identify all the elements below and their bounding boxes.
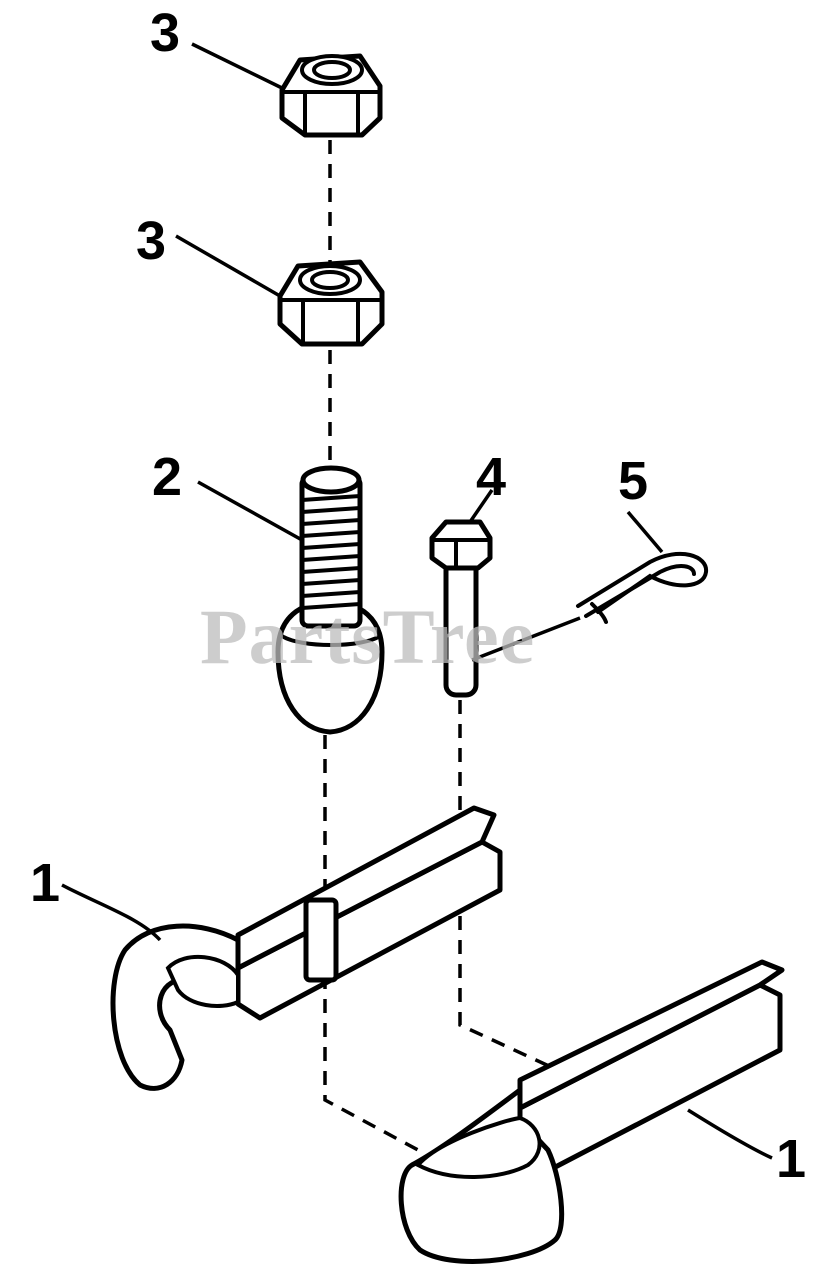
assembly-axis-lines	[323, 140, 576, 1152]
callout-lever-arm-right: 1	[776, 1129, 807, 1189]
callout-lever-arm-left: 1	[30, 853, 61, 913]
lever-arm-right	[398, 959, 785, 1264]
ball-stud-threads	[301, 494, 361, 610]
lever-arm-left	[110, 805, 503, 1091]
clevis-pin	[429, 519, 493, 698]
leader-lines	[61, 42, 773, 1160]
cotter-pin	[576, 551, 708, 624]
hex-nut-top	[279, 53, 383, 138]
callout-nut-bottom: 3	[136, 211, 167, 271]
callout-cotter-pin: 5	[618, 451, 649, 511]
ball-stud	[275, 465, 385, 735]
hex-nut-bottom	[277, 259, 385, 347]
callout-nut-top: 3	[150, 3, 181, 63]
callout-pin: 4	[476, 447, 507, 507]
callout-ball-stud: 2	[152, 447, 183, 507]
watermark-text: PartsTree	[200, 593, 536, 680]
